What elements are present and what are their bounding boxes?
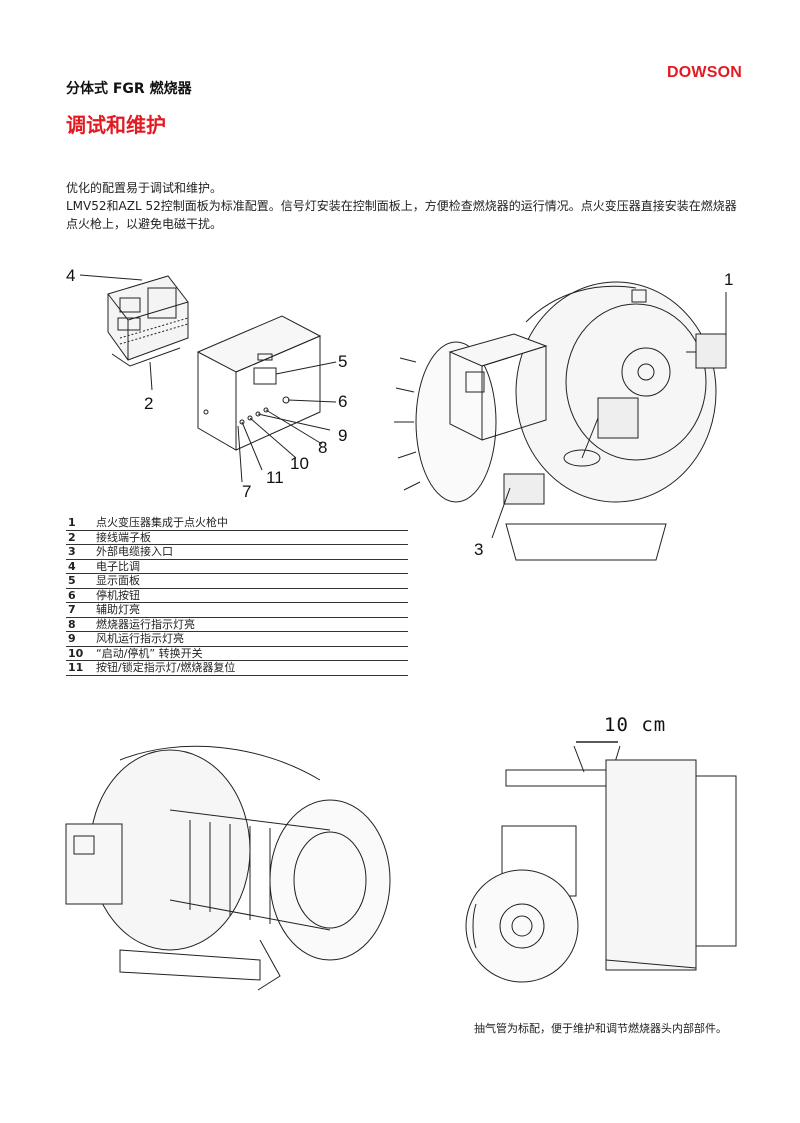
legend-text: 燃烧器运行指示灯亮	[96, 617, 195, 631]
legend-text: 外部电缆接入口	[96, 545, 173, 558]
control-panel-drawing	[60, 262, 380, 502]
leader-line-8	[265, 409, 323, 445]
callout-9: 9	[338, 426, 348, 445]
burner-side-section-drawing	[456, 736, 756, 1006]
legend-number: 2	[68, 530, 76, 544]
page-title: 调试和维护	[66, 113, 166, 137]
legend-text: “启动/停机” 转换开关	[96, 646, 203, 660]
callout-2: 2	[144, 394, 154, 413]
leader-line-10	[249, 417, 297, 459]
leader-line-3	[491, 487, 511, 539]
legend-number: 9	[68, 632, 76, 645]
legend-number: 3	[68, 545, 76, 558]
legend-number: 10	[68, 646, 84, 660]
callout-7: 7	[242, 482, 252, 501]
legend-number: 5	[68, 574, 76, 587]
leader-line-7	[237, 425, 243, 483]
burner-assembly-drawing	[386, 262, 746, 592]
legend-row: 11 按钮/锁定指示灯/燃烧器复位	[66, 661, 408, 676]
legend-number: 8	[68, 617, 76, 631]
dimension-label: 10 cm	[604, 714, 667, 736]
legend-text: 辅助灯亮	[96, 603, 140, 616]
intro-line-2: LMV52和AZL 52控制面板为标准配置。信号灯安装在控制面板上，方便检查燃烧…	[66, 199, 737, 231]
control-box	[196, 315, 322, 451]
leader-line-5	[275, 361, 337, 375]
ignition-transformer	[686, 333, 727, 369]
leader-line-2	[149, 361, 153, 391]
callout-4: 4	[66, 266, 76, 285]
callout-6: 6	[338, 392, 348, 411]
legend-number: 7	[68, 603, 76, 616]
leader-line-11	[241, 421, 263, 471]
electronic-controller	[107, 275, 189, 367]
leader-line-9	[257, 413, 331, 431]
legend-row: 10 “启动/停机” 转换开关	[66, 646, 408, 661]
legend-row: 1 点火变压器集成于点火枪中	[66, 516, 408, 531]
gas-train	[563, 397, 639, 467]
leader-line-4	[79, 274, 143, 281]
legend-number: 1	[68, 516, 76, 529]
legend-row: 5 显示面板	[66, 574, 408, 589]
callout-3: 3	[474, 540, 484, 559]
subtitle: 分体式 FGR 燃烧器	[66, 81, 192, 97]
legend-table: 1 点火变压器集成于点火枪中 2 接线端子板 3 外部电缆接入口 4 电子比调 5 显示面板 6 停机…	[66, 516, 408, 676]
legend-row: 3 外部电缆接入口	[66, 545, 408, 560]
legend-row: 4 电子比调	[66, 559, 408, 574]
legend-row: 6 停机按钮	[66, 588, 408, 603]
brand-logo: DOWSON	[667, 64, 742, 81]
callout-1: 1	[724, 270, 734, 289]
legend-text: 接线端子板	[96, 530, 151, 544]
callout-8: 8	[318, 438, 328, 457]
legend-text: 电子比调	[96, 559, 140, 573]
fan-housing	[515, 281, 717, 503]
control-box-mounted	[448, 333, 548, 441]
figure-caption: 抽气管为标配，便于维护和调节燃烧器头内部部件。	[474, 1022, 727, 1035]
leader-line-6	[287, 399, 337, 403]
legend-row: 8 燃烧器运行指示灯亮	[66, 617, 408, 632]
legend-text: 停机按钮	[96, 588, 140, 602]
callout-10: 10	[290, 454, 309, 473]
legend-text: 风机运行指示灯亮	[96, 632, 184, 645]
legend-text: 显示面板	[96, 574, 140, 587]
legend-row: 2 接线端子板	[66, 530, 408, 545]
legend-row: 7 辅助灯亮	[66, 603, 408, 618]
burner-open-head-drawing	[60, 740, 410, 1000]
cable-entry	[503, 473, 667, 561]
legend-text: 按钮/锁定指示灯/燃烧器复位	[96, 661, 236, 674]
callout-11: 11	[266, 468, 284, 487]
legend-number: 11	[68, 661, 84, 674]
intro-line-1: 优化的配置易于调试和维护。	[66, 181, 223, 195]
legend-number: 4	[68, 559, 76, 573]
callout-5: 5	[338, 352, 348, 371]
legend-text: 点火变压器集成于点火枪中	[96, 516, 228, 529]
intro-text: 优化的配置易于调试和维护。 LMV52和AZL 52控制面板为标准配置。信号灯安…	[66, 179, 742, 233]
legend-row: 9 风机运行指示灯亮	[66, 632, 408, 647]
combustion-head	[394, 341, 497, 503]
legend-number: 6	[68, 588, 76, 602]
